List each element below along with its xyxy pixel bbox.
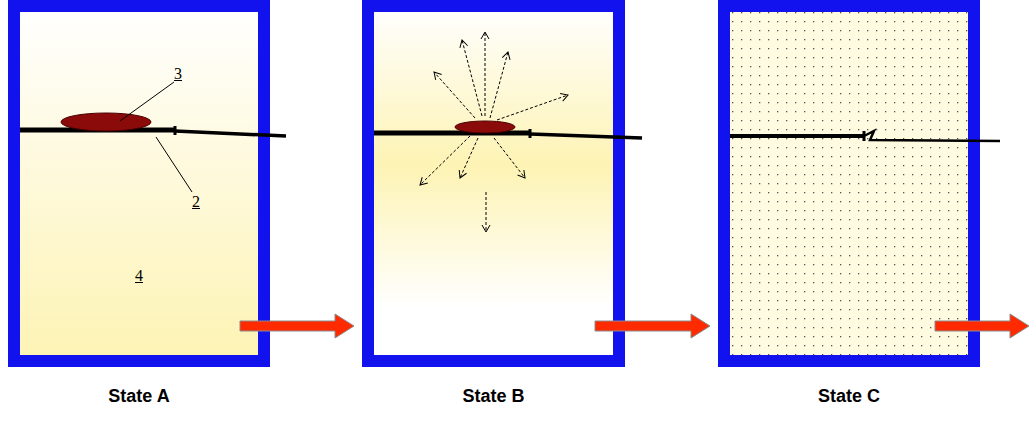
panel-a: [14, 6, 286, 361]
callout-number: 3: [174, 66, 182, 82]
callout-number: 4: [135, 268, 143, 284]
outflow-arrow: [935, 314, 1029, 338]
panel-b: [368, 6, 642, 361]
panel-c: [724, 6, 1000, 361]
state-panel: State C: [718, 0, 980, 423]
state-panel: State B: [362, 0, 625, 423]
state-panel: State A: [8, 0, 270, 423]
transition-arrow: [595, 314, 710, 338]
callout-number: 2: [192, 194, 200, 210]
state-caption: State C: [718, 386, 980, 407]
transition-arrow: [240, 314, 354, 338]
state-caption: State A: [8, 386, 270, 407]
state-caption: State B: [362, 386, 625, 407]
